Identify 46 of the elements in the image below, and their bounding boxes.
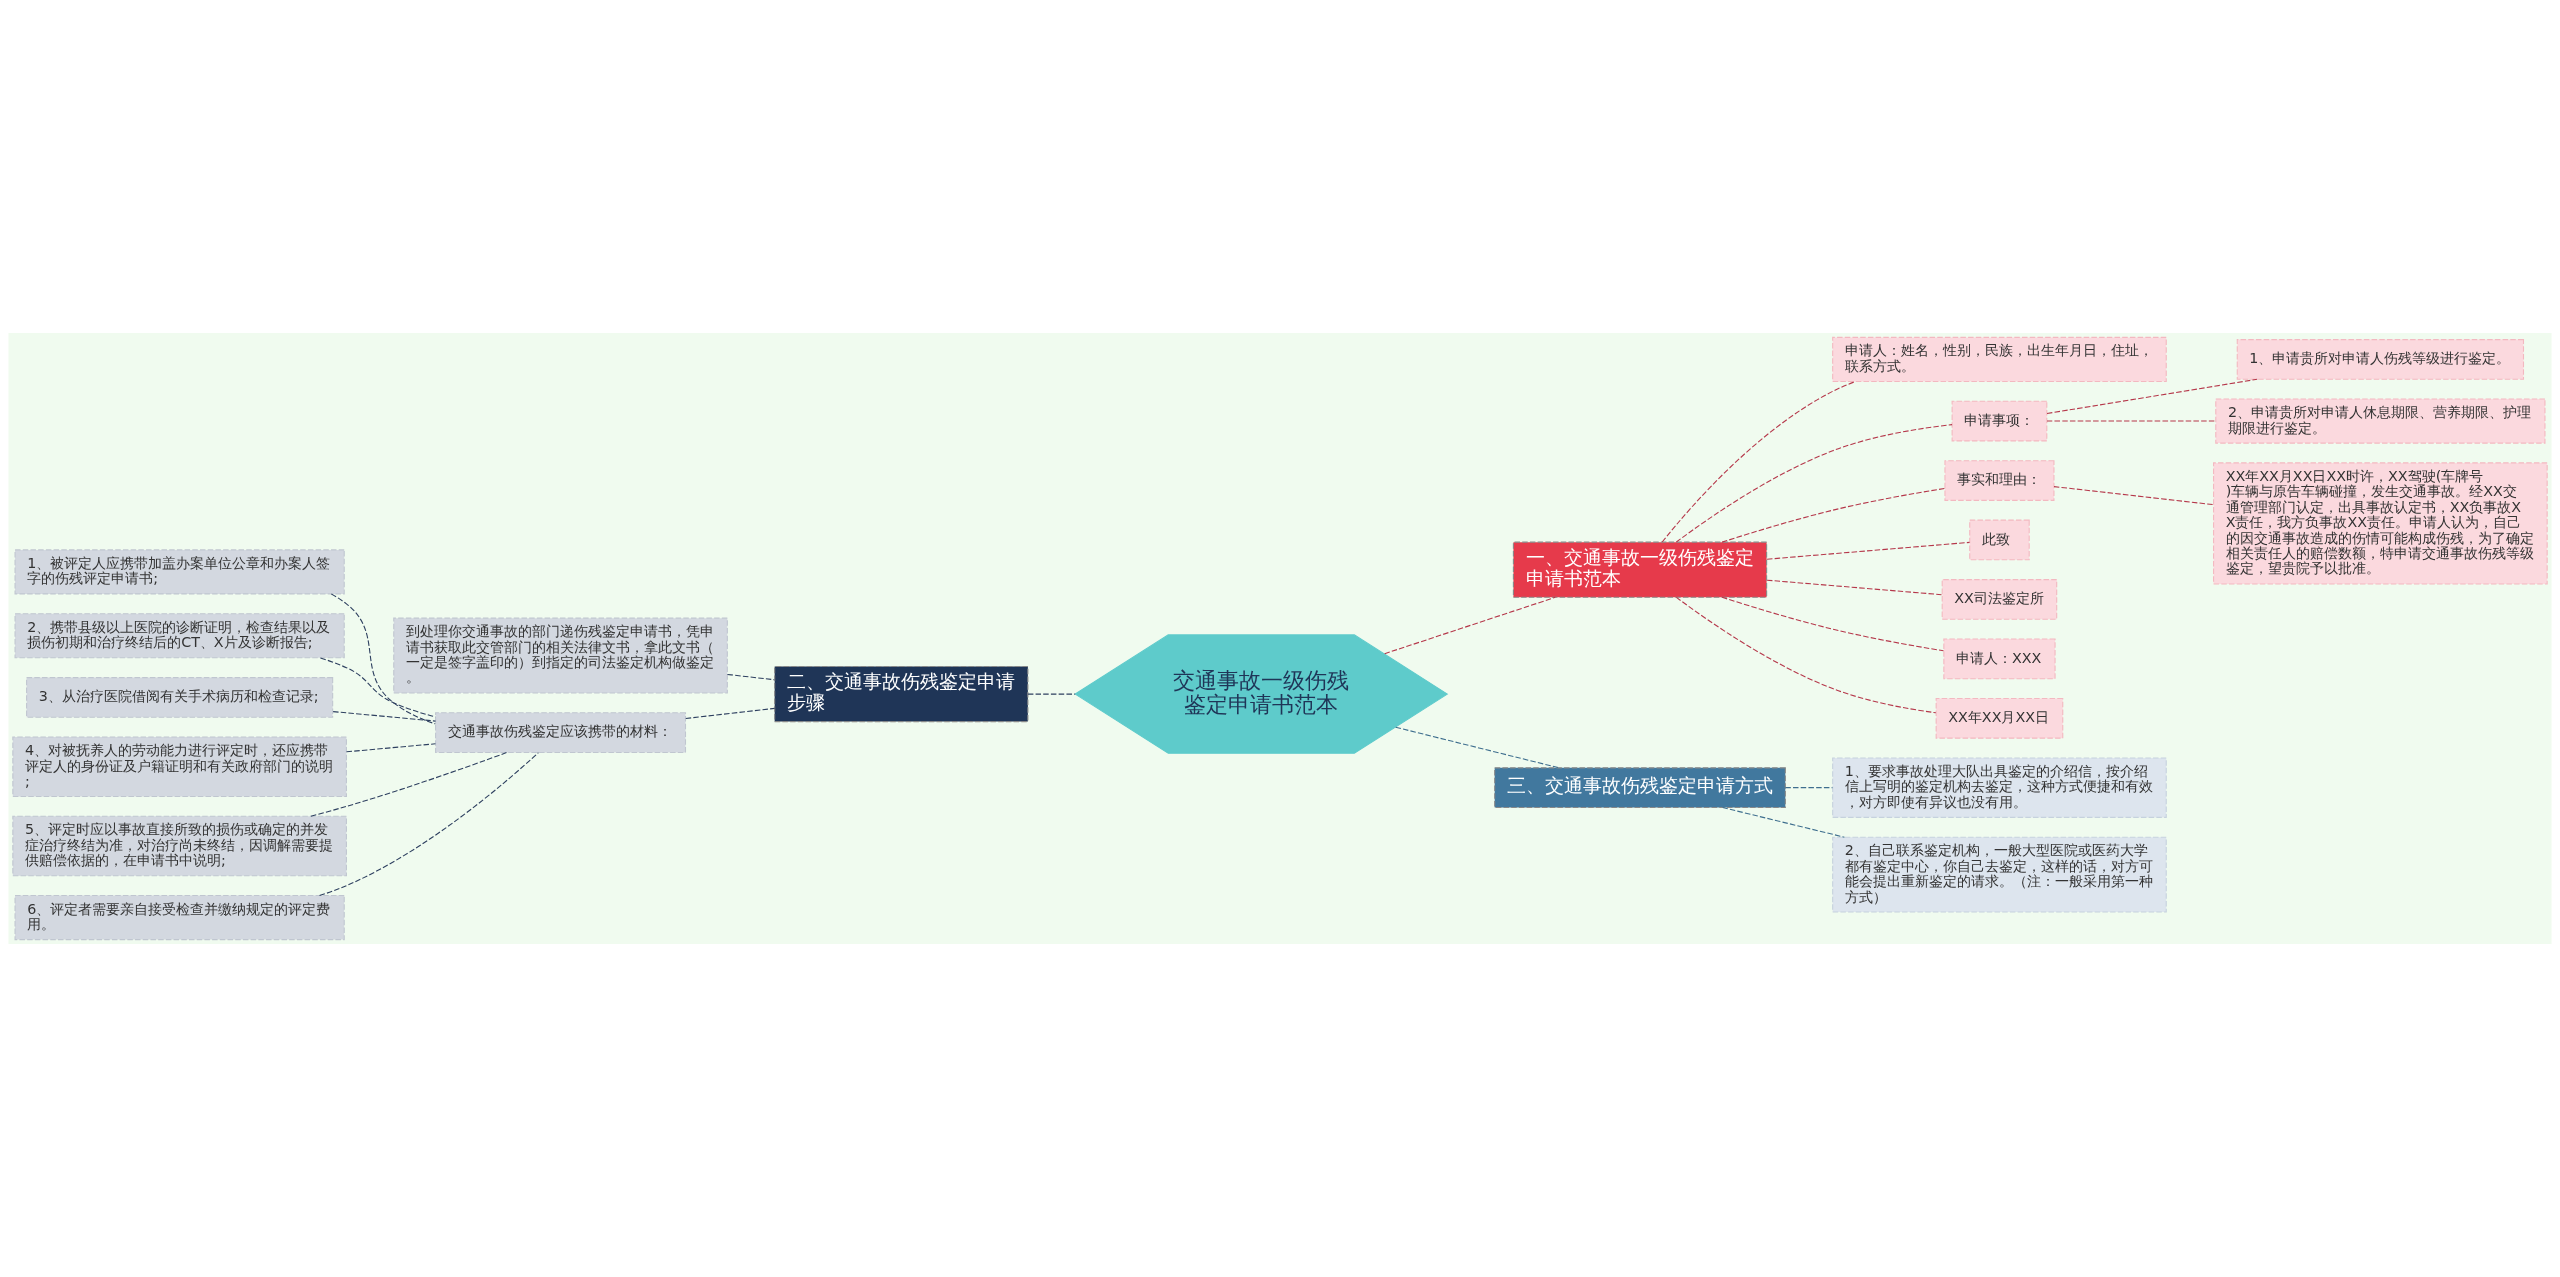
node-box: 2、携带县级以上医院的诊断证明，检查结果以及损伤初期和治疗终结后的CT、X片及诊断报告; bbox=[14, 613, 345, 659]
node-box: 4、对被抚养人的劳动能力进行评定时，还应携带评定人的身份证及户籍证明和有关政府部门的说明; bbox=[12, 736, 347, 798]
connector bbox=[330, 593, 436, 725]
node-box: 3、从治疗医院借阅有关手术病历和检查记录; bbox=[26, 677, 334, 718]
connector bbox=[1675, 424, 1953, 543]
connector bbox=[1721, 596, 1945, 652]
node-box: 6、评定者需要亲自接受检查并缴纳规定的评定费用。 bbox=[14, 895, 345, 941]
node-box: 二、交通事故伤残鉴定申请步骤 bbox=[774, 666, 1029, 723]
connector bbox=[2053, 486, 2214, 506]
connector bbox=[1675, 596, 1937, 714]
connector bbox=[1384, 596, 1556, 655]
connector bbox=[685, 707, 776, 720]
node-box: 1、被评定人应携带加盖办案单位公章和办案人签字的伤残评定申请书; bbox=[14, 549, 345, 595]
node-box: XX年XX月XX日XX时许，XX驾驶(车牌号)车辆与原告车辆碰撞，发生交通事故。经XX交通管理部门认定，出具事故认定书，XX负事故XX责任，我方负事故XX责任。申请人认为，自己的因交通事故造成的伤情可能构成伤残，为了确定相关责任人的赔偿数额，特申请交通事故伤残等级鉴定，望贵院予以批准。 bbox=[2213, 462, 2548, 585]
connector bbox=[1395, 726, 1560, 769]
connector bbox=[332, 711, 437, 722]
connector bbox=[319, 657, 436, 718]
connector bbox=[318, 752, 539, 897]
node-box: 申请人：XXX bbox=[1943, 638, 2056, 680]
connector bbox=[1722, 806, 1845, 838]
node-box: XX司法鉴定所 bbox=[1941, 579, 2058, 620]
connector bbox=[1027, 693, 1076, 695]
node-box: 此致 bbox=[1969, 519, 2030, 561]
node-box: 1、要求事故处理大队出具鉴定的介绍信，按介绍信上写明的鉴定机构去鉴定，这种方式便捷和有效，对方即使有异议也没有用。 bbox=[1832, 757, 2167, 818]
node-box: 1、申请贵所对申请人伤残等级进行鉴定。 bbox=[2236, 339, 2525, 380]
node-box: 一、交通事故一级伤残鉴定申请书范本 bbox=[1512, 541, 1768, 598]
connector bbox=[2046, 420, 2217, 422]
connector bbox=[1661, 380, 1857, 543]
connector bbox=[346, 743, 436, 753]
connector bbox=[1766, 541, 1971, 560]
node-box: 2、自己联系鉴定机构，一般大型医院或医药大学都有鉴定中心，你自己去鉴定，这样的话，对方可能会提出重新鉴定的请求。（注：一般采用第一种方式） bbox=[1832, 836, 2167, 913]
node-box: 三、交通事故伤残鉴定申请方式 bbox=[1494, 767, 1786, 809]
node-box: XX年XX月XX日 bbox=[1935, 697, 2064, 739]
node-box: 事实和理由： bbox=[1944, 460, 2055, 501]
node-box: 申请事项： bbox=[1951, 400, 2048, 442]
node-box: 5、评定时应以事故直接所致的损伤或确定的并发症治疗终结为准，对治疗尚未终结，因调解需要提供赔偿依据的，在申请书中说明; bbox=[12, 815, 347, 877]
connector bbox=[726, 673, 775, 681]
connector bbox=[1721, 487, 1946, 543]
connector bbox=[2046, 378, 2258, 415]
connector bbox=[1766, 579, 1943, 596]
connector bbox=[1784, 787, 1833, 789]
node-box: 交通事故伤残鉴定应该携带的材料： bbox=[435, 712, 687, 753]
node-box: 到处理你交通事故的部门递伤残鉴定申请书，凭申请书获取此交管部门的相关法律文书，拿此文书（一定是签字盖印的）到指定的司法鉴定机构做鉴定。 bbox=[393, 617, 728, 694]
connector bbox=[310, 752, 508, 817]
node-box: 2、申请贵所对申请人休息期限、营养期限、护理期限进行鉴定。 bbox=[2215, 398, 2546, 444]
node-box: 申请人：姓名，性别，民族，出生年月日，住址，联系方式。 bbox=[1832, 336, 2167, 382]
